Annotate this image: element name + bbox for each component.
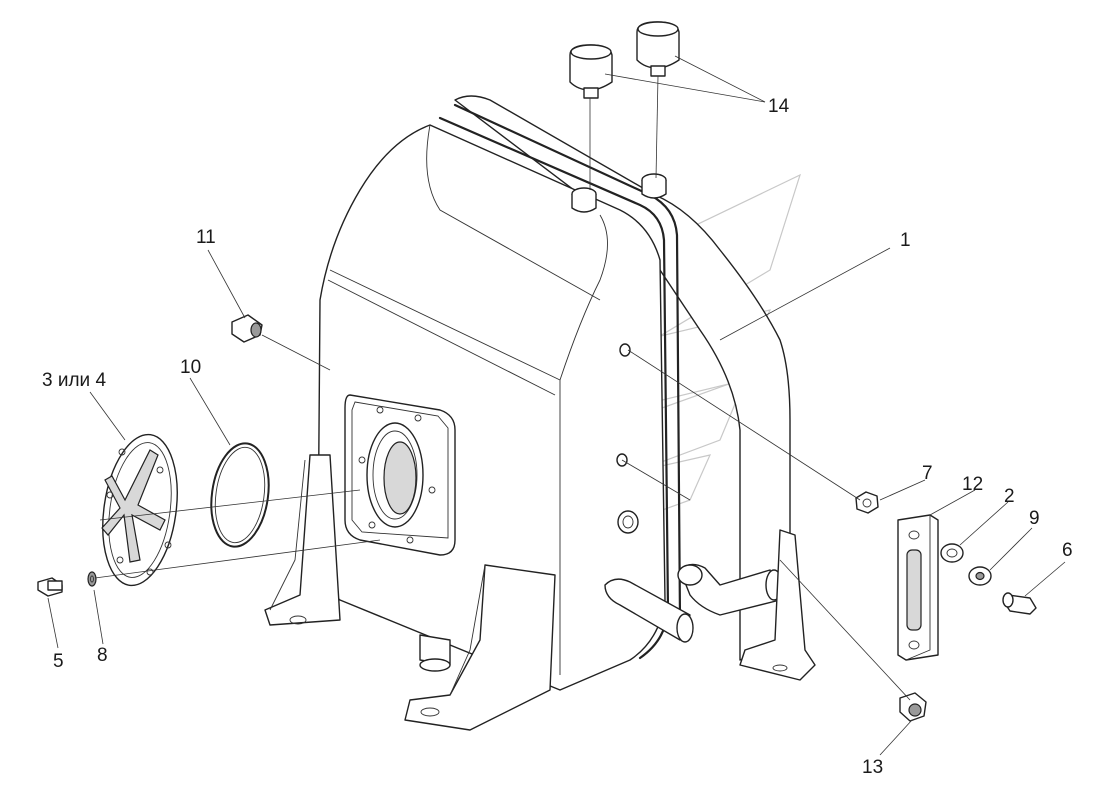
part-13-plug xyxy=(899,692,927,722)
assembly-axes xyxy=(94,75,911,701)
part-3-4-cover-plate xyxy=(101,433,178,587)
part-14-buffers xyxy=(569,21,680,99)
callout-labels: 1 2 3 или 4 5 6 7 8 9 10 11 12 13 14 xyxy=(42,96,1073,778)
part-8-washer xyxy=(87,571,97,587)
support-brackets xyxy=(264,454,816,731)
part-9-lock-washer xyxy=(968,566,992,586)
callout-10: 10 xyxy=(180,357,201,378)
callout-13: 13 xyxy=(862,757,883,778)
callout-5: 5 xyxy=(53,651,64,672)
callout-6: 6 xyxy=(1062,540,1073,561)
callout-1: 1 xyxy=(900,230,911,251)
callout-3-or-4: 3 или 4 xyxy=(42,370,106,391)
callout-11: 11 xyxy=(196,227,216,248)
part-7-nut xyxy=(855,491,879,514)
part-6-bolt xyxy=(1002,592,1037,615)
part-10-oring xyxy=(210,442,270,548)
callout-leaders xyxy=(47,55,1066,756)
callout-14: 14 xyxy=(768,96,790,117)
part-2-washer xyxy=(940,543,964,563)
tank-body xyxy=(317,95,791,691)
callout-12: 12 xyxy=(962,474,983,495)
callout-9: 9 xyxy=(1029,508,1040,529)
callout-8: 8 xyxy=(97,645,108,666)
callout-2: 2 xyxy=(1004,486,1015,507)
part-5-bolt xyxy=(37,577,63,597)
part-11-plug xyxy=(231,314,263,343)
part-12-level-gauge xyxy=(897,514,939,661)
callout-7: 7 xyxy=(922,463,933,484)
